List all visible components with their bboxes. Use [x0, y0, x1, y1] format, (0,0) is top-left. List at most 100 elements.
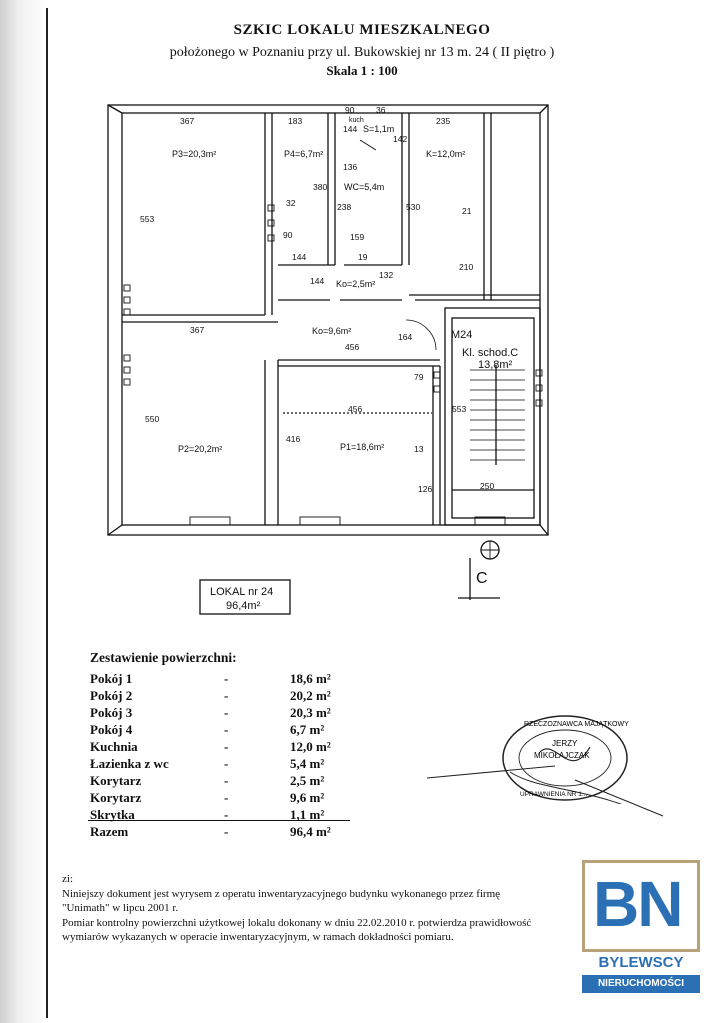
document-notes: zi: Niniejszy dokument jest wyrysem z op…	[62, 872, 542, 945]
area-row-value: 20,3 m²	[290, 705, 331, 720]
room-p3: P3=20,3m²	[172, 149, 216, 159]
dim-13: 13	[414, 444, 424, 454]
room-skrytka: S=1,1m	[363, 124, 394, 134]
area-row-dash: -	[224, 671, 229, 686]
room-p1: P1=18,6m²	[340, 442, 384, 452]
room-kitchen: K=12,0m²	[426, 149, 465, 159]
dim-553: 553	[140, 214, 154, 224]
area-row-name: Pokój 2	[90, 688, 133, 703]
dim-32: 32	[286, 198, 296, 208]
area-row-name: Korytarz	[90, 790, 142, 805]
dim-416: 416	[286, 434, 300, 444]
dim-367-mid: 367	[190, 325, 204, 335]
area-row-value: 2,5 m²	[290, 773, 325, 788]
dim-250: 250	[480, 481, 494, 491]
area-row-dash: -	[224, 756, 229, 771]
area-row-value: 5,4 m²	[290, 756, 325, 771]
area-row-dash: -	[224, 739, 229, 754]
dim-164: 164	[398, 332, 412, 342]
room-p2: P2=20,2m²	[178, 444, 222, 454]
signature-line	[426, 765, 664, 817]
dim-36: 36	[376, 105, 386, 115]
notes-marker: zi:	[62, 873, 73, 885]
area-row-dash: -	[224, 688, 229, 703]
area-row-value: 20,2 m²	[290, 688, 331, 703]
dim-136: 136	[343, 162, 357, 172]
dim-159: 159	[350, 232, 364, 242]
area-row-name: Pokój 1	[90, 671, 133, 686]
document-title: SZKIC LOKALU MIESZKALNEGO	[233, 22, 491, 38]
stamp-ring-top: RZECZOZNAWCA MAJĄTKOWY	[524, 721, 629, 728]
logo-tagline: NIERUCHOMOŚCI	[582, 975, 700, 993]
label-kuch: kuch	[349, 117, 364, 124]
area-row-name: Skrytka	[90, 807, 135, 822]
dim-530: 530	[406, 202, 420, 212]
dim-79: 79	[414, 372, 424, 382]
area-row-value: 1,1 m²	[290, 807, 325, 822]
dim-456-mid: 456	[348, 404, 362, 414]
lokal-number: LOKAL nr 24	[210, 586, 273, 598]
logo-frame: BN	[582, 860, 700, 952]
stamp-ring-bottom: UPRAWNIENIA NR 1...	[520, 791, 587, 798]
dim-126: 126	[418, 484, 432, 494]
area-row-name: Łazienka z wc	[90, 756, 169, 771]
area-row-dash: -	[224, 705, 229, 720]
area-total-row: Razem - 96,4 m²	[90, 824, 350, 842]
area-row: Korytarz - 9,6 m²	[90, 790, 350, 808]
dim-235: 235	[436, 116, 450, 126]
area-row: Pokój 3 - 20,3 m²	[90, 705, 350, 723]
area-row: Pokój 2 - 20,2 m²	[90, 688, 350, 706]
area-row: Kuchnia - 12,0 m²	[90, 739, 350, 757]
compass-label: C	[476, 570, 488, 587]
dim-19: 19	[358, 252, 368, 262]
inner-wall-outline	[121, 112, 541, 526]
dim-142: 142	[393, 134, 407, 144]
area-row-value: 18,6 m²	[290, 671, 331, 686]
logo-brand: BYLEWSCY	[598, 954, 684, 971]
notes-line-4: wymiarów wykazanych w operacie inwentary…	[62, 931, 454, 943]
dim-456-top: 456	[345, 342, 359, 352]
document-scale: Skala 1 : 100	[326, 63, 398, 78]
area-total-dash: -	[224, 824, 229, 839]
floor-plan: 367 183 90 36 144 142 136 235 553 380 32…	[107, 104, 549, 615]
area-row: Łazienka z wc - 5,4 m²	[90, 756, 350, 774]
stamp-name-last: MIKOŁAJCZAK	[534, 751, 590, 760]
dim-367-top: 367	[180, 116, 194, 126]
area-row: Pokój 4 - 6,7 m²	[90, 722, 350, 740]
area-row-name: Kuchnia	[90, 739, 138, 754]
area-row-name: Korytarz	[90, 773, 142, 788]
area-row: Skrytka - 1,1 m²	[90, 807, 350, 825]
logo-mark: BN	[593, 868, 683, 940]
notes-line-2: "Unimath" w lipcu 2001 r.	[62, 902, 179, 914]
dim-stair: 553	[452, 404, 466, 414]
lokal-area: 96,4m²	[226, 600, 261, 612]
stair-id: M24	[451, 329, 472, 341]
area-row-dash: -	[224, 773, 229, 788]
area-row-value: 12,0 m²	[290, 739, 331, 754]
stamp-name-first: JERZY	[552, 739, 578, 748]
area-row-dash: -	[224, 807, 229, 822]
dim-132: 132	[379, 270, 393, 280]
dim-550: 550	[145, 414, 159, 424]
area-row: Korytarz - 2,5 m²	[90, 773, 350, 791]
outer-wall-outline	[107, 104, 549, 536]
document-subtitle: położonego w Poznaniu przy ul. Bukowskie…	[169, 45, 555, 60]
dim-21: 21	[462, 206, 472, 216]
area-row-name: Pokój 3	[90, 705, 133, 720]
room-p4: P4=6,7m²	[284, 149, 323, 159]
dim-90-left: 90	[283, 230, 293, 240]
dim-210: 210	[459, 262, 473, 272]
dim-183: 183	[288, 116, 302, 126]
area-row-dash: -	[224, 722, 229, 737]
area-row: Pokój 1 - 18,6 m²	[90, 671, 350, 689]
area-total-value: 96,4 m²	[290, 824, 331, 839]
stair-name: Kl. schod.C	[462, 347, 518, 359]
dim-144-top: 144	[343, 124, 357, 134]
document-frame	[46, 8, 720, 1018]
scan-page-edge	[0, 0, 46, 1023]
stair-area: 13,8m²	[478, 359, 513, 371]
room-wc: WC=5,4m	[344, 182, 384, 192]
notes-line-1: Niniejszy dokument jest wyrysem z operat…	[62, 887, 501, 900]
area-row-value: 9,6 m²	[290, 790, 325, 805]
dim-238: 238	[337, 202, 351, 212]
